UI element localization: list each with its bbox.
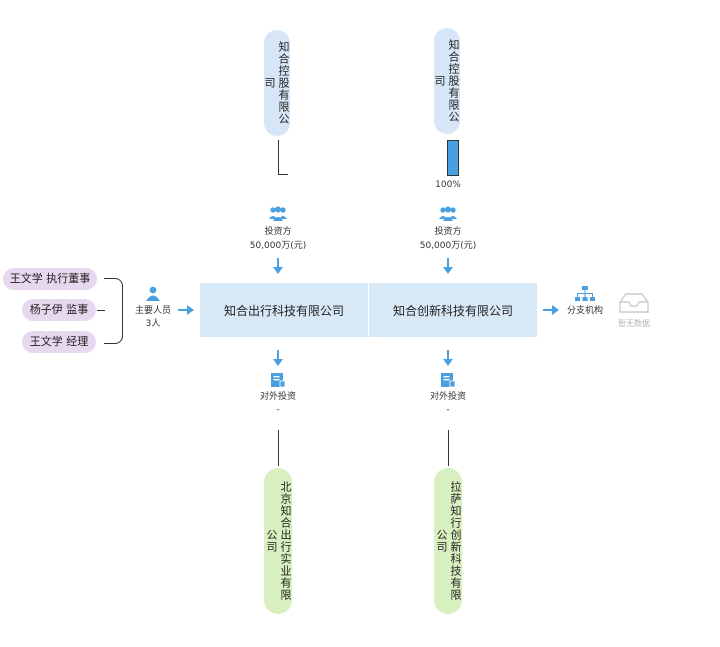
arrow-down-icon [273, 359, 283, 366]
outward-investment-label-2: 对外投资 [429, 392, 466, 402]
subsidiary-connector-1 [278, 430, 279, 466]
arrow-down-icon [277, 258, 279, 268]
arrow-right-icon [552, 305, 559, 315]
key-personnel-label: 主要人员 [134, 306, 171, 316]
arrow-right-icon [187, 305, 194, 315]
outward-investment-value-2: - [446, 405, 450, 415]
person-pill-3[interactable]: 王文学 经理 [22, 331, 96, 353]
person-name: 王文学 [29, 335, 63, 348]
branches-label: 分支机构 [566, 306, 603, 316]
subsidiary-node-1[interactable]: 北京知合出行实业有限公司 [264, 468, 292, 614]
share-bar [447, 140, 459, 176]
subsidiary-node-2[interactable]: 拉萨知行创新科技有限公司 [434, 468, 462, 614]
empty-data-text: 暂无数据 [618, 319, 650, 328]
arrow-right-icon [543, 309, 553, 311]
personnel-bracket-link [97, 310, 105, 311]
person-role: 执行董事 [46, 272, 91, 285]
person-pill-1[interactable]: 王文学 执行董事 [3, 268, 97, 290]
arrow-down-icon [277, 350, 279, 360]
shareholder-node-1[interactable]: 知合控股有限公司 [263, 30, 290, 136]
shareholder-node-2[interactable]: 知合控股有限公司 [433, 28, 460, 134]
arrow-down-icon [443, 359, 453, 366]
investor-label-2: 投资方 [434, 227, 462, 237]
key-personnel-count: 3人 [145, 319, 161, 329]
people-group-icon [268, 206, 288, 222]
arrow-down-icon [447, 258, 449, 268]
person-pill-2[interactable]: 杨子伊 监事 [22, 299, 96, 321]
arrow-down-icon [443, 267, 453, 274]
investor-label-1: 投资方 [264, 227, 292, 237]
person-icon [146, 286, 160, 302]
empty-tray-icon [617, 292, 651, 314]
personnel-bracket [104, 278, 123, 344]
company-box-2[interactable]: 知合创新科技有限公司 [369, 283, 537, 337]
investor-amount-2: 50,000万(元) [419, 241, 477, 251]
people-group-icon [438, 206, 458, 222]
share-percent: 100% [435, 180, 461, 190]
investment-document-icon [440, 372, 456, 388]
person-role: 经理 [66, 335, 89, 348]
company-box-1[interactable]: 知合出行科技有限公司 [200, 283, 368, 337]
arrow-down-icon [273, 267, 283, 274]
person-role: 监事 [66, 303, 89, 316]
share-connector-1-foot [278, 174, 288, 175]
org-chart-icon [575, 286, 595, 302]
outward-investment-label-1: 对外投资 [259, 392, 296, 402]
arrow-down-icon [447, 350, 449, 360]
share-connector-1 [278, 140, 279, 174]
investor-amount-1: 50,000万(元) [249, 241, 307, 251]
investment-document-icon [270, 372, 286, 388]
subsidiary-connector-2 [448, 430, 449, 466]
outward-investment-value-1: - [276, 405, 280, 415]
arrow-right-icon [178, 309, 188, 311]
person-name: 杨子伊 [29, 303, 63, 316]
person-name: 王文学 [9, 272, 43, 285]
